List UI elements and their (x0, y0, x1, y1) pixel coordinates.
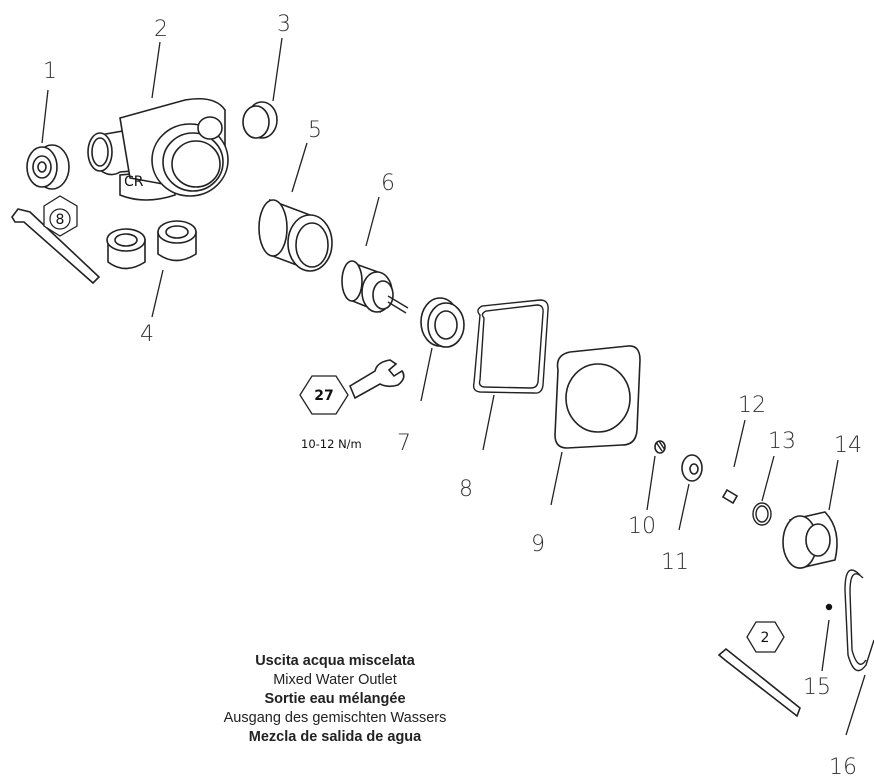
wrench-size: 27 (314, 388, 333, 404)
caption-spanish: Mezcla de salida de agua (248, 729, 422, 745)
part-6-cartridge (341, 260, 409, 314)
part-8-gasket (472, 299, 549, 394)
caption-french: Sortie eau mélangée (264, 691, 406, 707)
part-2-valve-body: CR (87, 97, 229, 201)
part-13-o-ring (752, 502, 772, 526)
part-12-grub-screw (721, 488, 739, 505)
callout-7: 7 (397, 431, 411, 456)
hex-key-large (11, 208, 101, 285)
part-16-seal (844, 569, 874, 672)
callout-12: 12 (738, 393, 766, 418)
part-3-cap (242, 101, 278, 139)
part-14-handle (782, 511, 838, 569)
callout-8: 8 (459, 477, 473, 502)
part-7-nut (420, 297, 465, 348)
hex-key-large-size: 8 (56, 212, 65, 228)
caption-english: Mixed Water Outlet (273, 672, 397, 688)
callout-9: 9 (531, 532, 545, 557)
hex-badge-small: 2 (746, 621, 785, 653)
callout-14: 14 (834, 433, 862, 458)
part-15-screw (825, 603, 833, 611)
wrench-icon (348, 359, 405, 400)
part-11-adapter (681, 454, 703, 482)
hex-badge-large: 8 (43, 195, 78, 237)
callout-10: 10 (628, 514, 656, 539)
callout-15: 15 (803, 675, 831, 700)
outlet-caption: Uscita acqua miscelata Mixed Water Outle… (210, 652, 460, 747)
body-marking: CR (124, 174, 144, 190)
callout-5: 5 (308, 118, 322, 143)
leader-lines (41, 37, 866, 736)
callout-13: 13 (768, 429, 796, 454)
caption-italian: Uscita acqua miscelata (255, 653, 415, 669)
wrench-badge: 27 (299, 375, 349, 415)
callout-1: 1 (43, 59, 57, 84)
hex-key-small-size: 2 (761, 630, 770, 646)
part-10-spring (654, 440, 666, 454)
callout-4: 4 (140, 322, 154, 347)
callout-11: 11 (661, 550, 689, 575)
callout-numbers: 1 2 3 4 5 6 7 8 9 10 11 12 13 14 15 16 (43, 12, 862, 780)
part-9-cover-plate (554, 345, 641, 449)
callout-2: 2 (154, 17, 168, 42)
hex-key-small (717, 647, 801, 718)
torque-label: 10-12 N/m (301, 437, 362, 451)
part-1-plug (26, 144, 70, 190)
callout-6: 6 (381, 171, 395, 196)
callout-3: 3 (277, 12, 291, 37)
caption-german: Ausgang des gemischten Wassers (223, 710, 447, 726)
part-5-sleeve (258, 198, 333, 272)
callout-16: 16 (829, 755, 857, 780)
part-4-ring-nuts (106, 220, 197, 270)
